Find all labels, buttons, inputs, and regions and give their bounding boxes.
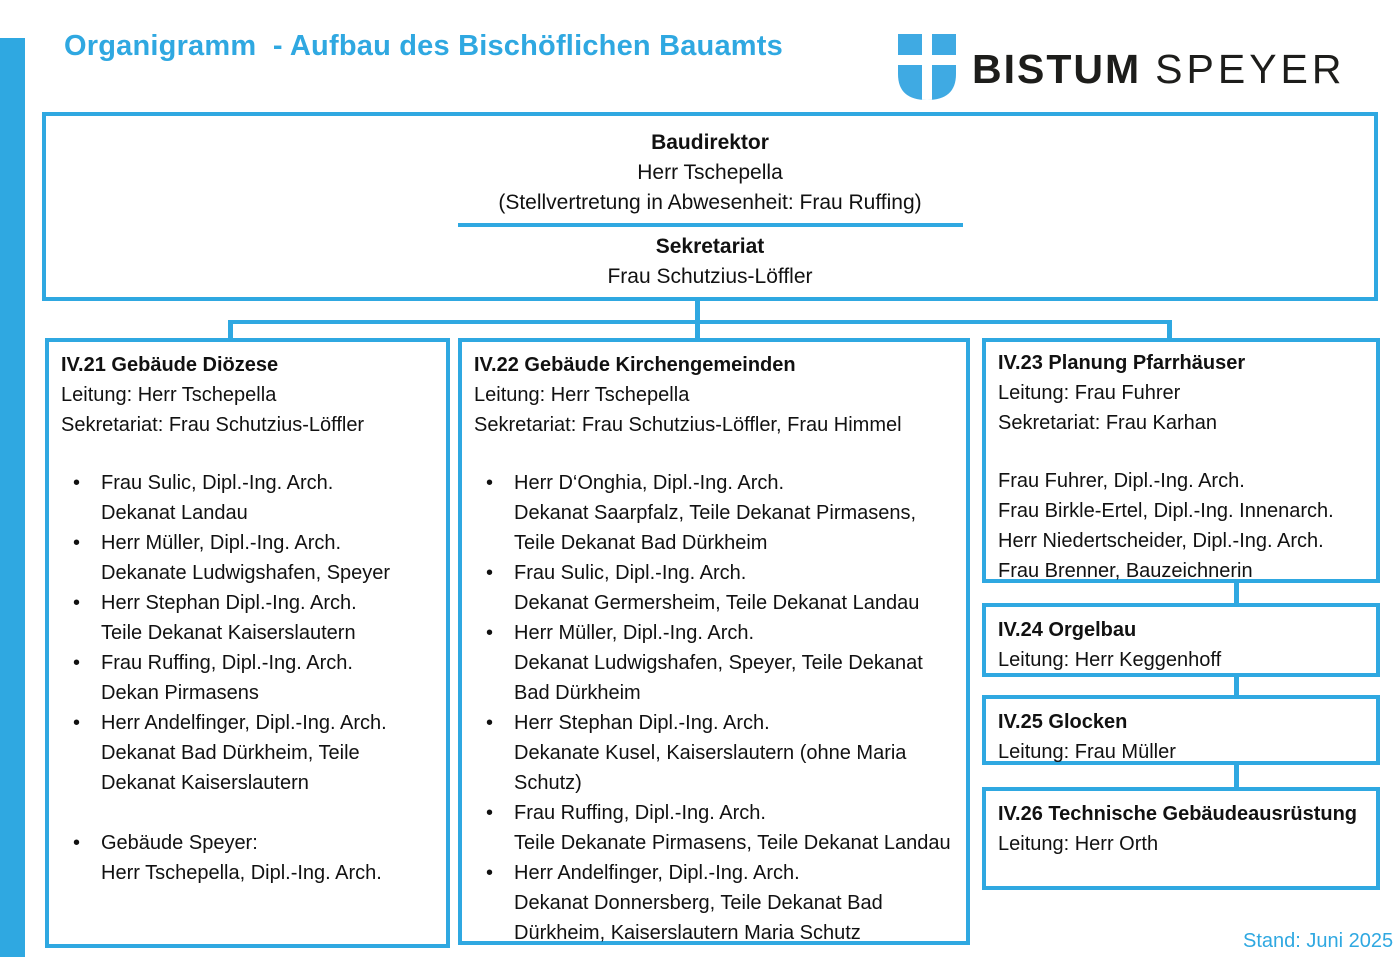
director-deputy: (Stellvertretung in Abwesenheit: Frau Ru… bbox=[498, 191, 922, 214]
dept-lead: Leitung: Frau Müller bbox=[998, 741, 1176, 763]
dept-secretariat: Sekretariat: Frau Karhan bbox=[998, 412, 1217, 434]
connector-iv24-iv25 bbox=[1234, 677, 1239, 695]
secretariat-name: Frau Schutzius-Löffler bbox=[607, 265, 813, 288]
director-secretariat-divider bbox=[457, 223, 963, 227]
dept-box-iv23: IV.23 Planung Pfarrhäuser Leitung: Frau … bbox=[982, 338, 1380, 583]
dept-title: IV.21 Gebäude Diözese bbox=[61, 354, 279, 376]
member-item: Gebäude Speyer: Herr Tschepella, Dipl.-I… bbox=[61, 828, 434, 888]
brand-word-speyer: SPEYER bbox=[1155, 46, 1346, 92]
brand-wordmark: BISTUM SPEYER bbox=[972, 36, 1346, 102]
stand-note: Stand: Juni 2025 bbox=[1243, 930, 1394, 952]
director-box: Baudirektor Herr Tschepella (Stellvertre… bbox=[42, 112, 1378, 301]
member-area: Dekanat Ludwigshafen, Speyer, Teile Deka… bbox=[514, 652, 923, 704]
member-name: Frau Fuhrer, Dipl.-Ing. Arch. bbox=[998, 470, 1245, 492]
dept-title: IV.26 Technische Gebäudeausrüstung bbox=[998, 803, 1358, 825]
dept-lead: Leitung: Herr Tschepella bbox=[474, 384, 690, 406]
dept-secretariat: Sekretariat: Frau Schutzius-Löffler bbox=[61, 414, 365, 436]
connector-iv23-iv24 bbox=[1234, 583, 1239, 603]
shield-cross-icon bbox=[898, 33, 956, 105]
director-name: Herr Tschepella bbox=[637, 161, 783, 184]
dept-lead: Leitung: Herr Orth bbox=[998, 833, 1159, 855]
member-area: Teile Dekanat Kaiserslautern bbox=[101, 622, 356, 644]
member-name: Herr Niedertscheider, Dipl.-Ing. Arch. bbox=[998, 530, 1324, 552]
secretariat-title: Sekretariat bbox=[655, 235, 765, 258]
member-item: Herr Andelfinger, Dipl.-Ing. Arch. Dekan… bbox=[474, 858, 954, 948]
dept-box-iv25: IV.25 Glocken Leitung: Frau Müller bbox=[982, 695, 1380, 765]
member-name: Herr D‘Onghia, Dipl.-Ing. Arch. bbox=[514, 472, 785, 494]
member-name: Frau Ruffing, Dipl.-Ing. Arch. bbox=[514, 802, 766, 824]
member-area: Dekanate Kusel, Kaiserslautern (ohne Mar… bbox=[514, 742, 907, 794]
dept-box-iv22: IV.22 Gebäude Kirchengemeinden Leitung: … bbox=[458, 338, 970, 945]
member-name: Frau Birkle-Ertel, Dipl.-Ing. Innenarch. bbox=[998, 500, 1334, 522]
dept-title: IV.22 Gebäude Kirchengemeinden bbox=[474, 354, 796, 376]
member-name: Frau Sulic, Dipl.-Ing. Arch. bbox=[101, 472, 334, 494]
member-name: Herr Stephan Dipl.-Ing. Arch. bbox=[514, 712, 770, 734]
dept-title: IV.23 Planung Pfarrhäuser bbox=[998, 352, 1246, 374]
connector-left-stub bbox=[228, 322, 233, 338]
member-item: Frau Ruffing, Dipl.-Ing. Arch. Teile Dek… bbox=[474, 798, 954, 858]
page-title: Organigramm - Aufbau des Bischöflichen B… bbox=[64, 30, 783, 62]
dept-lead: Leitung: Frau Fuhrer bbox=[998, 382, 1181, 404]
dept-secretariat: Sekretariat: Frau Schutzius-Löffler, Fra… bbox=[474, 414, 902, 436]
member-item: Herr Stephan Dipl.-Ing. Arch. Dekanate K… bbox=[474, 708, 954, 798]
member-area: Dekanat Saarpfalz, Teile Dekanat Pirmase… bbox=[514, 502, 917, 554]
dept-box-iv21: IV.21 Gebäude Diözese Leitung: Herr Tsch… bbox=[45, 338, 450, 948]
connector-iv25-iv26 bbox=[1234, 765, 1239, 787]
member-area: Teile Dekanate Pirmasens, Teile Dekanat … bbox=[514, 832, 951, 854]
member-name: Herr Müller, Dipl.-Ing. Arch. bbox=[514, 622, 755, 644]
member-item: Herr Andelfinger, Dipl.-Ing. Arch. Dekan… bbox=[61, 708, 434, 798]
member-name: Frau Ruffing, Dipl.-Ing. Arch. bbox=[101, 652, 353, 674]
brand-word-bistum: BISTUM bbox=[972, 46, 1142, 92]
connector-right-stub bbox=[1167, 322, 1172, 338]
member-item: Frau Sulic, Dipl.-Ing. Arch. Dekanat Ger… bbox=[474, 558, 954, 618]
member-name: Herr Andelfinger, Dipl.-Ing. Arch. bbox=[514, 862, 800, 884]
member-item: Frau Sulic, Dipl.-Ing. Arch. Dekanat Lan… bbox=[61, 468, 434, 528]
member-item: Herr D‘Onghia, Dipl.-Ing. Arch. Dekanat … bbox=[474, 468, 954, 558]
member-name: Herr Müller, Dipl.-Ing. Arch. bbox=[101, 532, 342, 554]
member-name: Frau Brenner, Bauzeichnerin bbox=[998, 560, 1253, 582]
dept-lead: Leitung: Herr Keggenhoff bbox=[998, 649, 1222, 671]
member-area: Herr Tschepella, Dipl.-Ing. Arch. bbox=[101, 862, 382, 884]
member-area: Dekanat Germersheim, Teile Dekanat Landa… bbox=[514, 592, 920, 614]
member-area: Dekanat Bad Dürkheim, Teile Dekanat Kais… bbox=[101, 742, 360, 794]
connector-horizontal-bar bbox=[228, 320, 1172, 324]
accent-bar bbox=[0, 38, 25, 957]
member-area: Dekanat Donnersberg, Teile Dekanat Bad D… bbox=[514, 892, 883, 944]
dept-title: IV.25 Glocken bbox=[998, 711, 1128, 733]
member-name: Herr Andelfinger, Dipl.-Ing. Arch. bbox=[101, 712, 387, 734]
member-item: Herr Müller, Dipl.-Ing. Arch. Dekanat Lu… bbox=[474, 618, 954, 708]
dept-title: IV.24 Orgelbau bbox=[998, 619, 1137, 641]
member-area: Dekanat Landau bbox=[101, 502, 248, 524]
member-item: Herr Müller, Dipl.-Ing. Arch. Dekanate L… bbox=[61, 528, 434, 588]
member-name: Frau Sulic, Dipl.-Ing. Arch. bbox=[514, 562, 747, 584]
connector-center-vertical bbox=[695, 299, 700, 338]
dept-lead: Leitung: Herr Tschepella bbox=[61, 384, 277, 406]
member-item: Herr Stephan Dipl.-Ing. Arch. Teile Deka… bbox=[61, 588, 434, 648]
dept-box-iv24: IV.24 Orgelbau Leitung: Herr Keggenhoff bbox=[982, 603, 1380, 677]
member-area: Dekanate Ludwigshafen, Speyer bbox=[101, 562, 391, 584]
member-area: Dekan Pirmasens bbox=[101, 682, 259, 704]
director-title: Baudirektor bbox=[651, 131, 769, 154]
member-name: Gebäude Speyer: bbox=[101, 832, 258, 854]
brand-logo: BISTUM SPEYER bbox=[898, 33, 1346, 105]
member-name: Herr Stephan Dipl.-Ing. Arch. bbox=[101, 592, 357, 614]
member-item: Frau Ruffing, Dipl.-Ing. Arch. Dekan Pir… bbox=[61, 648, 434, 708]
dept-box-iv26: IV.26 Technische Gebäudeausrüstung Leitu… bbox=[982, 787, 1380, 890]
